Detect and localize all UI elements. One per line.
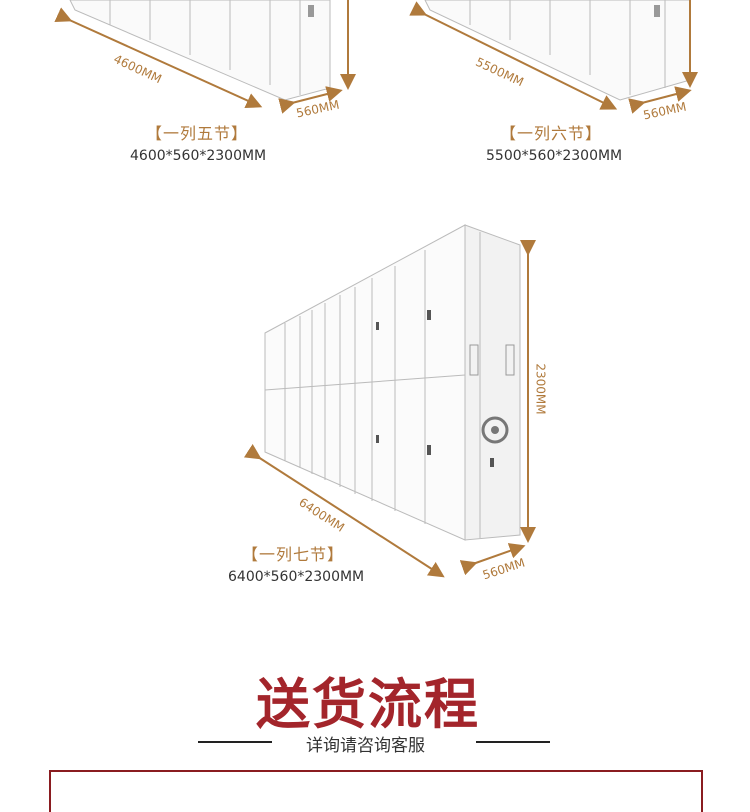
- cabinet-five-section-image: [69, 0, 331, 101]
- product-name-five: 【一列五节】: [146, 124, 249, 143]
- product-name-seven: 【一列七节】: [242, 545, 345, 564]
- divider-right: [476, 741, 550, 743]
- product-dims-seven: 6400*560*2300MM: [228, 569, 365, 585]
- product-dims-five: 4600*560*2300MM: [130, 148, 267, 164]
- section-title: 送货流程: [256, 673, 480, 736]
- cabinet-seven-section-image: [264, 224, 521, 541]
- product-name-six: 【一列六节】: [500, 124, 603, 143]
- content-frame: [49, 770, 703, 812]
- divider-left: [198, 741, 272, 743]
- product-dims-six: 5500*560*2300MM: [486, 148, 623, 164]
- cabinet-six-section-image: [424, 0, 691, 101]
- section-subtitle: 详询请咨询客服: [306, 736, 425, 756]
- height-label-seven: 2300MM: [533, 363, 548, 415]
